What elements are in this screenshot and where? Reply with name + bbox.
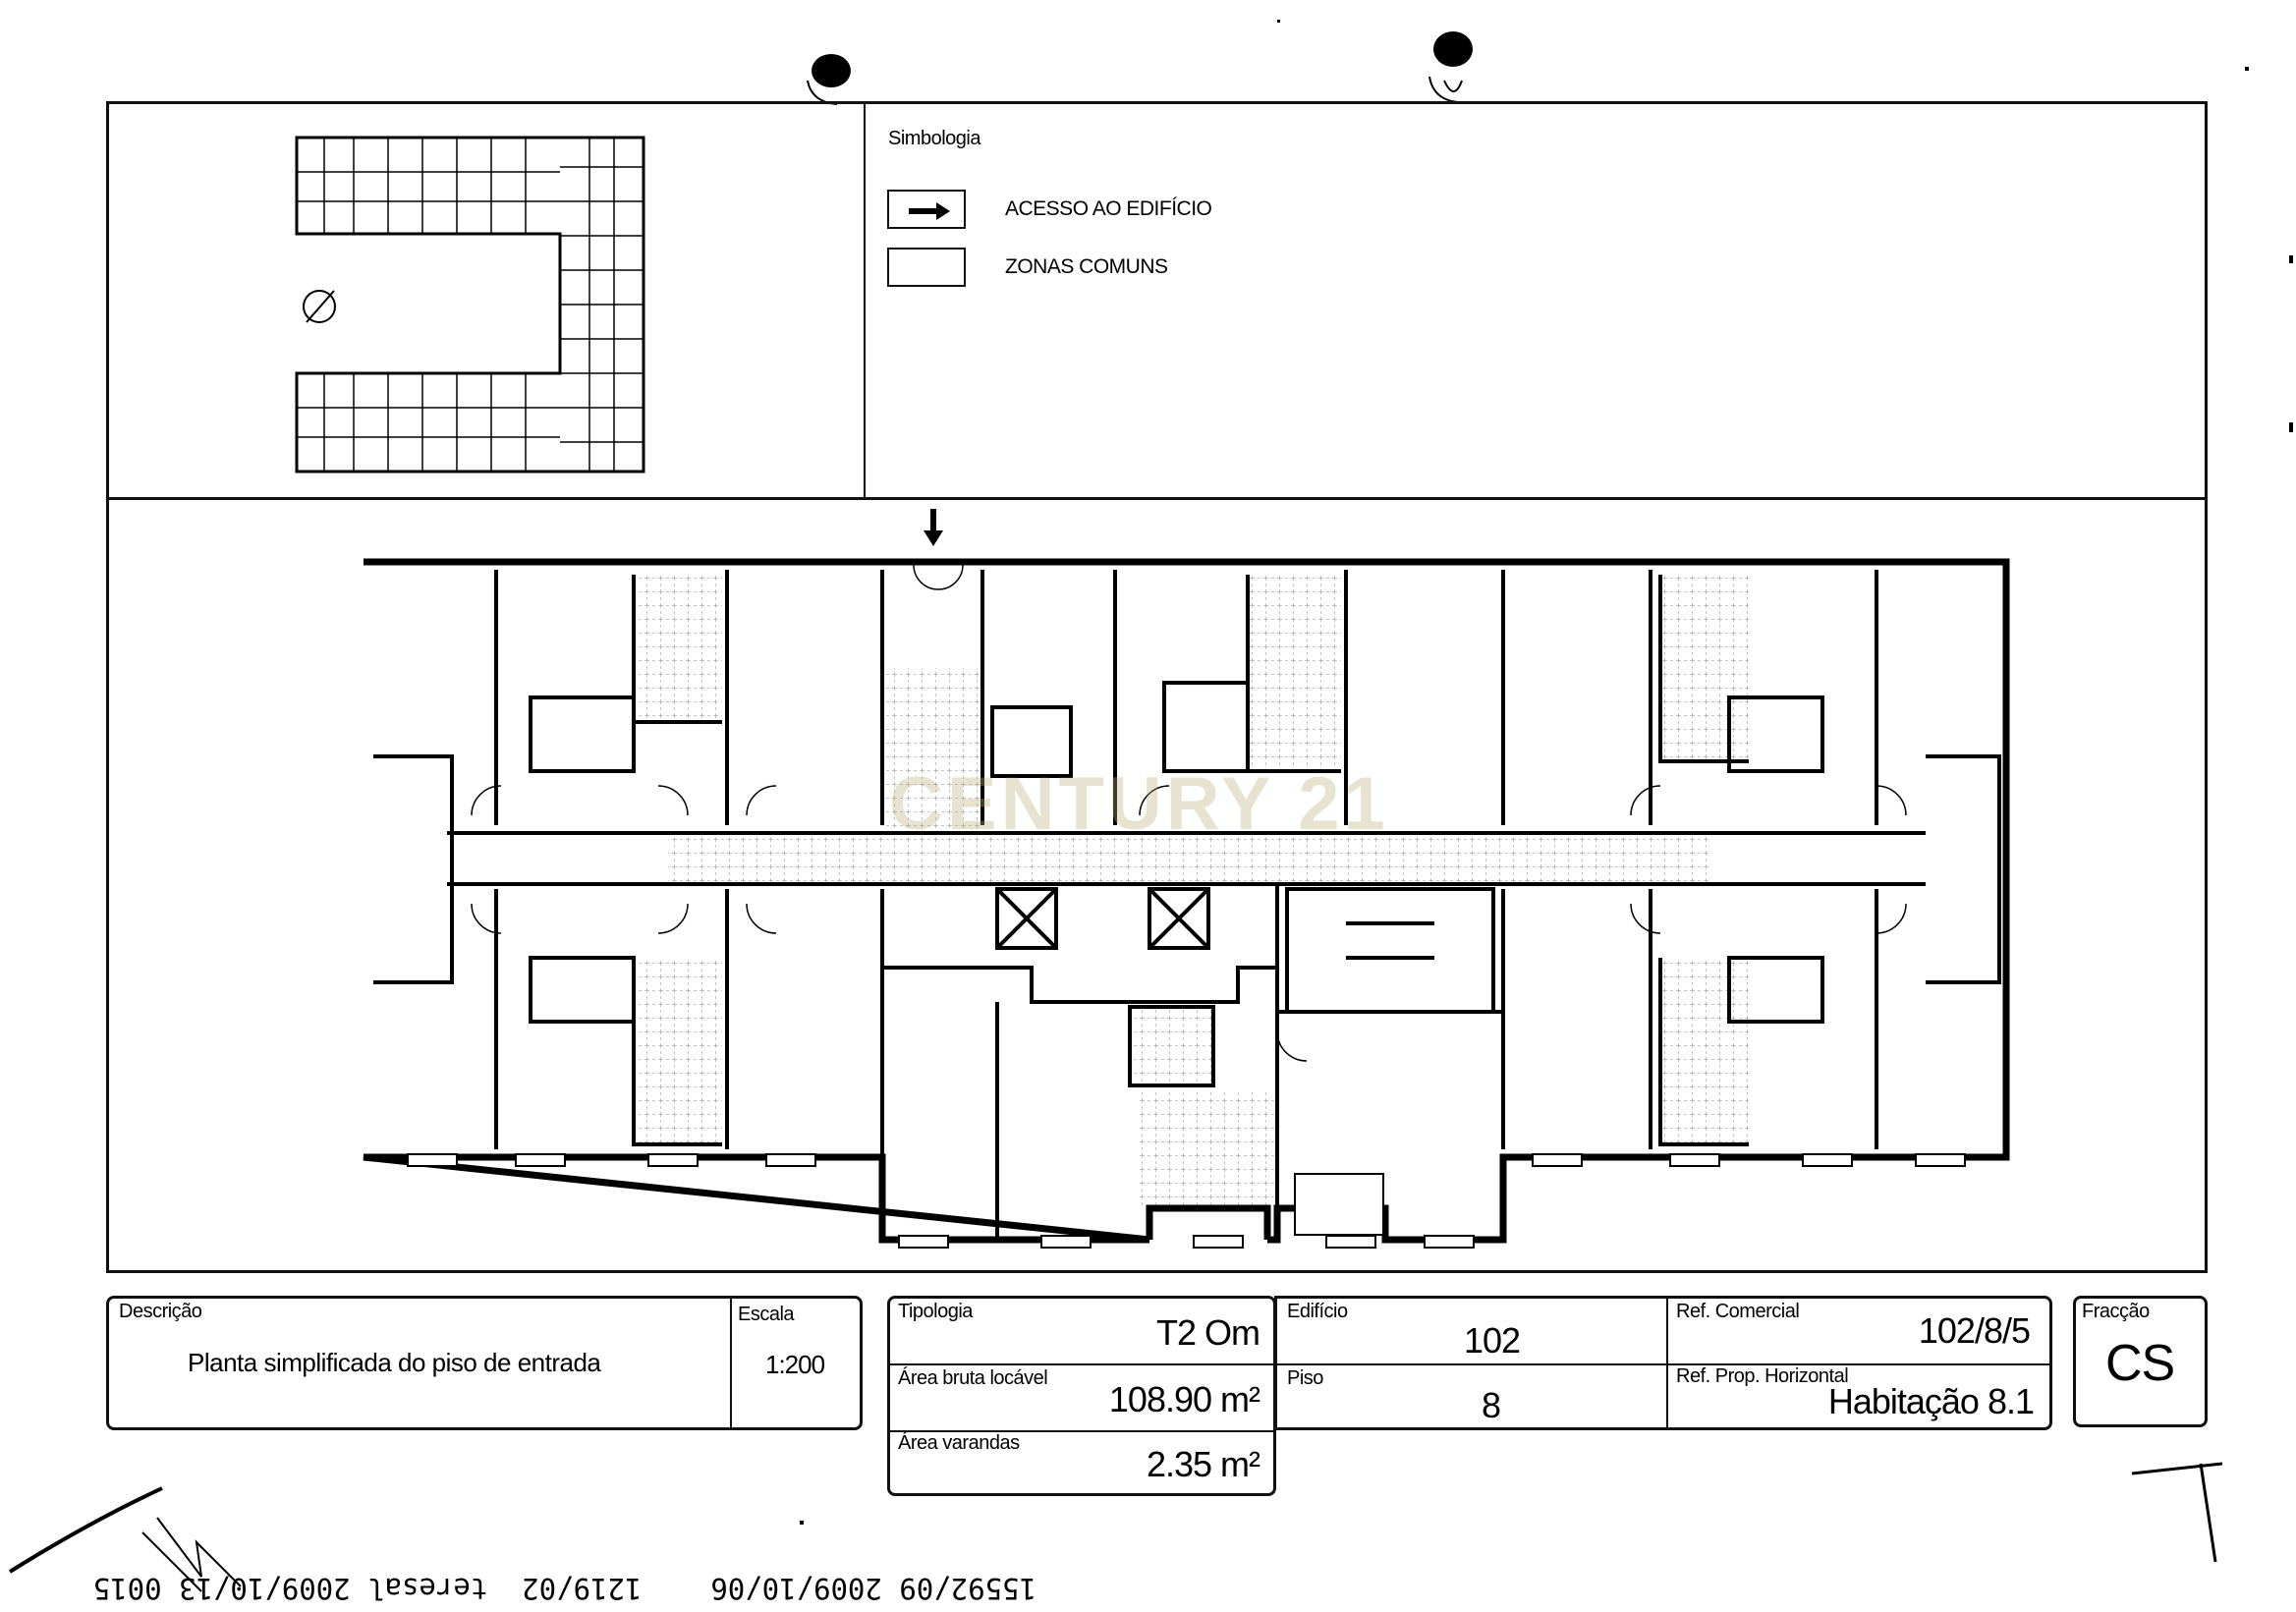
- gross-area-value: 108.90 m²: [1108, 1379, 1260, 1419]
- description-box: Descrição Planta simplificada do piso de…: [106, 1296, 863, 1430]
- description-value: Planta simplificada do piso de entrada: [188, 1348, 601, 1377]
- watermark: CENTURY 21: [889, 762, 1389, 846]
- typology-label: Tipologia: [898, 1301, 973, 1322]
- gross-area-label: Área bruta locável: [898, 1367, 1048, 1389]
- fraction-box: Fracção CS: [2073, 1296, 2208, 1427]
- description-label: Descrição: [119, 1301, 202, 1322]
- empty-square-icon: [887, 248, 966, 287]
- balcony-area-value: 2.35 m²: [1146, 1444, 1260, 1484]
- building-value: 102: [1464, 1320, 1521, 1361]
- col-divider: [1666, 1299, 1668, 1427]
- building-box: Edifício 102 Piso 8 Ref. Comercial 102/8…: [1274, 1296, 2052, 1430]
- legend-label: ZONAS COMUNS: [1005, 255, 1168, 278]
- entrance-arrow-icon: [924, 509, 943, 546]
- legend-label: ACESSO AO EDIFÍCIO: [1005, 197, 1212, 220]
- legend-title: Simbologia: [888, 128, 980, 149]
- balcony-area-label: Área varandas: [898, 1432, 1020, 1454]
- arrow-right-icon: [887, 190, 966, 229]
- typology-box: Tipologia T2 Om Área bruta locável 108.9…: [887, 1296, 1276, 1496]
- row-divider: [890, 1430, 1273, 1432]
- horizontal-property-ref-label: Ref. Prop. Horizontal: [1676, 1365, 1849, 1387]
- commercial-ref-label: Ref. Comercial: [1676, 1301, 1800, 1322]
- commercial-ref-value: 102/8/5: [1918, 1310, 2031, 1351]
- north-arrow-icon: [303, 290, 336, 323]
- horizontal-property-ref-value: Habitação 8.1: [1827, 1381, 2035, 1421]
- floor-plan-panel: [106, 497, 2208, 1273]
- scale-divider: [730, 1299, 732, 1427]
- fraction-label: Fracção: [2082, 1301, 2150, 1322]
- floor-label: Piso: [1287, 1367, 1323, 1389]
- building-label: Edifício: [1287, 1301, 1348, 1322]
- floor-value: 8: [1482, 1385, 1501, 1425]
- header-divider: [864, 104, 866, 497]
- registration-stamp: 15592/09 2009/10/06 1219/02 teresal 2009…: [92, 1572, 1036, 1605]
- scale-label: Escala: [738, 1304, 795, 1325]
- scale-value: 1:200: [765, 1350, 825, 1379]
- fraction-value: CS: [2105, 1335, 2175, 1392]
- typology-value: T2 Om: [1155, 1312, 1260, 1353]
- row-divider: [1277, 1363, 2049, 1365]
- row-divider: [890, 1363, 1273, 1365]
